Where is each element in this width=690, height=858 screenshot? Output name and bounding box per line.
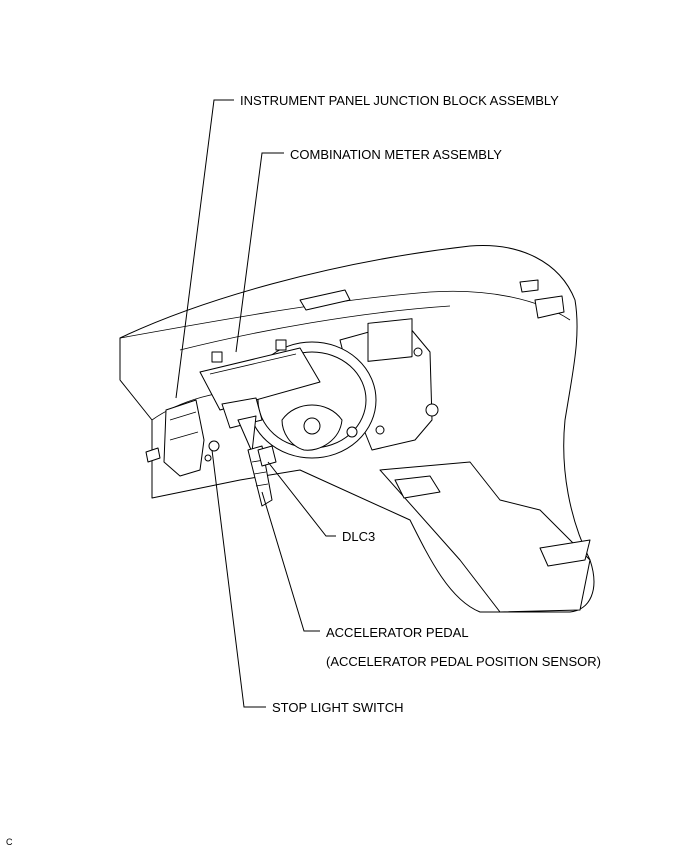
figure-code: C	[6, 837, 13, 847]
dlc3-connector	[257, 445, 277, 467]
combination-meter	[199, 339, 321, 411]
label-accelerator-pedal: ACCELERATOR PEDAL	[326, 625, 469, 640]
center-console	[299, 279, 591, 613]
label-combination-meter: COMBINATION METER ASSEMBLY	[290, 147, 502, 162]
leader-dlc3	[267, 461, 336, 537]
label-dlc3: DLC3	[342, 529, 376, 544]
leader-combination-meter	[235, 152, 284, 353]
leader-junction-block	[175, 99, 234, 399]
label-stop-light-switch: STOP LIGHT SWITCH	[272, 700, 404, 715]
leader-accelerator-pedal	[261, 491, 320, 632]
label-instrument-panel-junction-block: INSTRUMENT PANEL JUNCTION BLOCK ASSEMBLY	[240, 93, 559, 108]
junction-block	[145, 399, 205, 477]
label-accelerator-pedal-sensor: (ACCELERATOR PEDAL POSITION SENSOR)	[326, 654, 601, 669]
leader-stop-light-switch	[211, 449, 266, 708]
